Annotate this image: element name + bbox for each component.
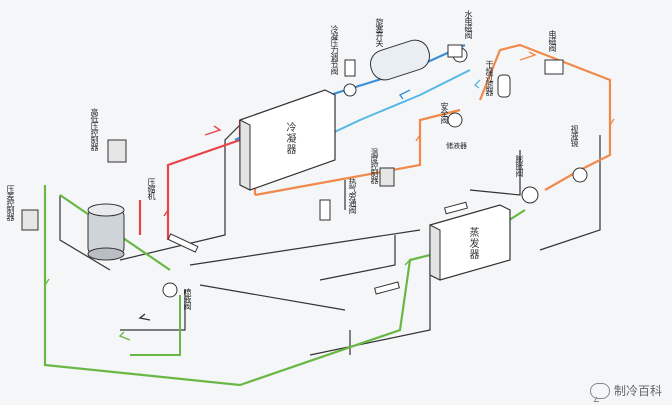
expansion-valve-label: 膨胀阀 [515, 155, 524, 176]
pressure-switch-label: 旋塞开关 [375, 18, 384, 46]
temperature-controller-box [379, 167, 395, 187]
safety-valve-label: 安全阀 [440, 102, 449, 123]
hot-gas-bypass-label: 热气旁通阀 [348, 178, 357, 213]
condenser-label: 冷凝器 [284, 122, 295, 155]
evaporator-box [429, 204, 511, 281]
receiver-label: 储液器 [446, 142, 467, 150]
solenoid-valve-label: 电磁阀 [548, 30, 557, 51]
chat-bubble-icon [589, 382, 610, 399]
watermark: 制冷百科 [589, 382, 662, 399]
compressor-label: 压缩机 [147, 178, 156, 199]
injection-valve-label: 喷液阀 [183, 288, 192, 309]
differential-pressure-controller-label: 压差控制器 [6, 185, 15, 220]
suction-line-3 [130, 295, 181, 356]
evaporator-label: 蒸发器 [467, 227, 478, 260]
condenser-box [239, 89, 336, 191]
high-low-pressure-controller-box [107, 139, 127, 163]
temperature-controller-label: 温度控制器 [370, 148, 379, 183]
differential-pressure-controller-box [21, 209, 39, 231]
dryer-filter-label: 干燥过滤器 [485, 60, 494, 95]
discharge-line [166, 120, 242, 240]
water-cooled-cylinder [369, 39, 431, 81]
black-piping [59, 119, 601, 356]
watermark-text: 制冷百科 [613, 384, 662, 398]
high-low-pressure-controller-label: 高低压控制器 [90, 108, 99, 150]
compressor-shape [87, 203, 125, 261]
flow-arrows [44, 51, 615, 341]
water-valve-label: 水电磁阀 [464, 10, 473, 38]
sight-glass-label: 视液镜 [570, 125, 579, 146]
valves [162, 44, 588, 298]
condensing-pressure-regulator-label: 冷凝压力调节阀 [330, 25, 339, 74]
